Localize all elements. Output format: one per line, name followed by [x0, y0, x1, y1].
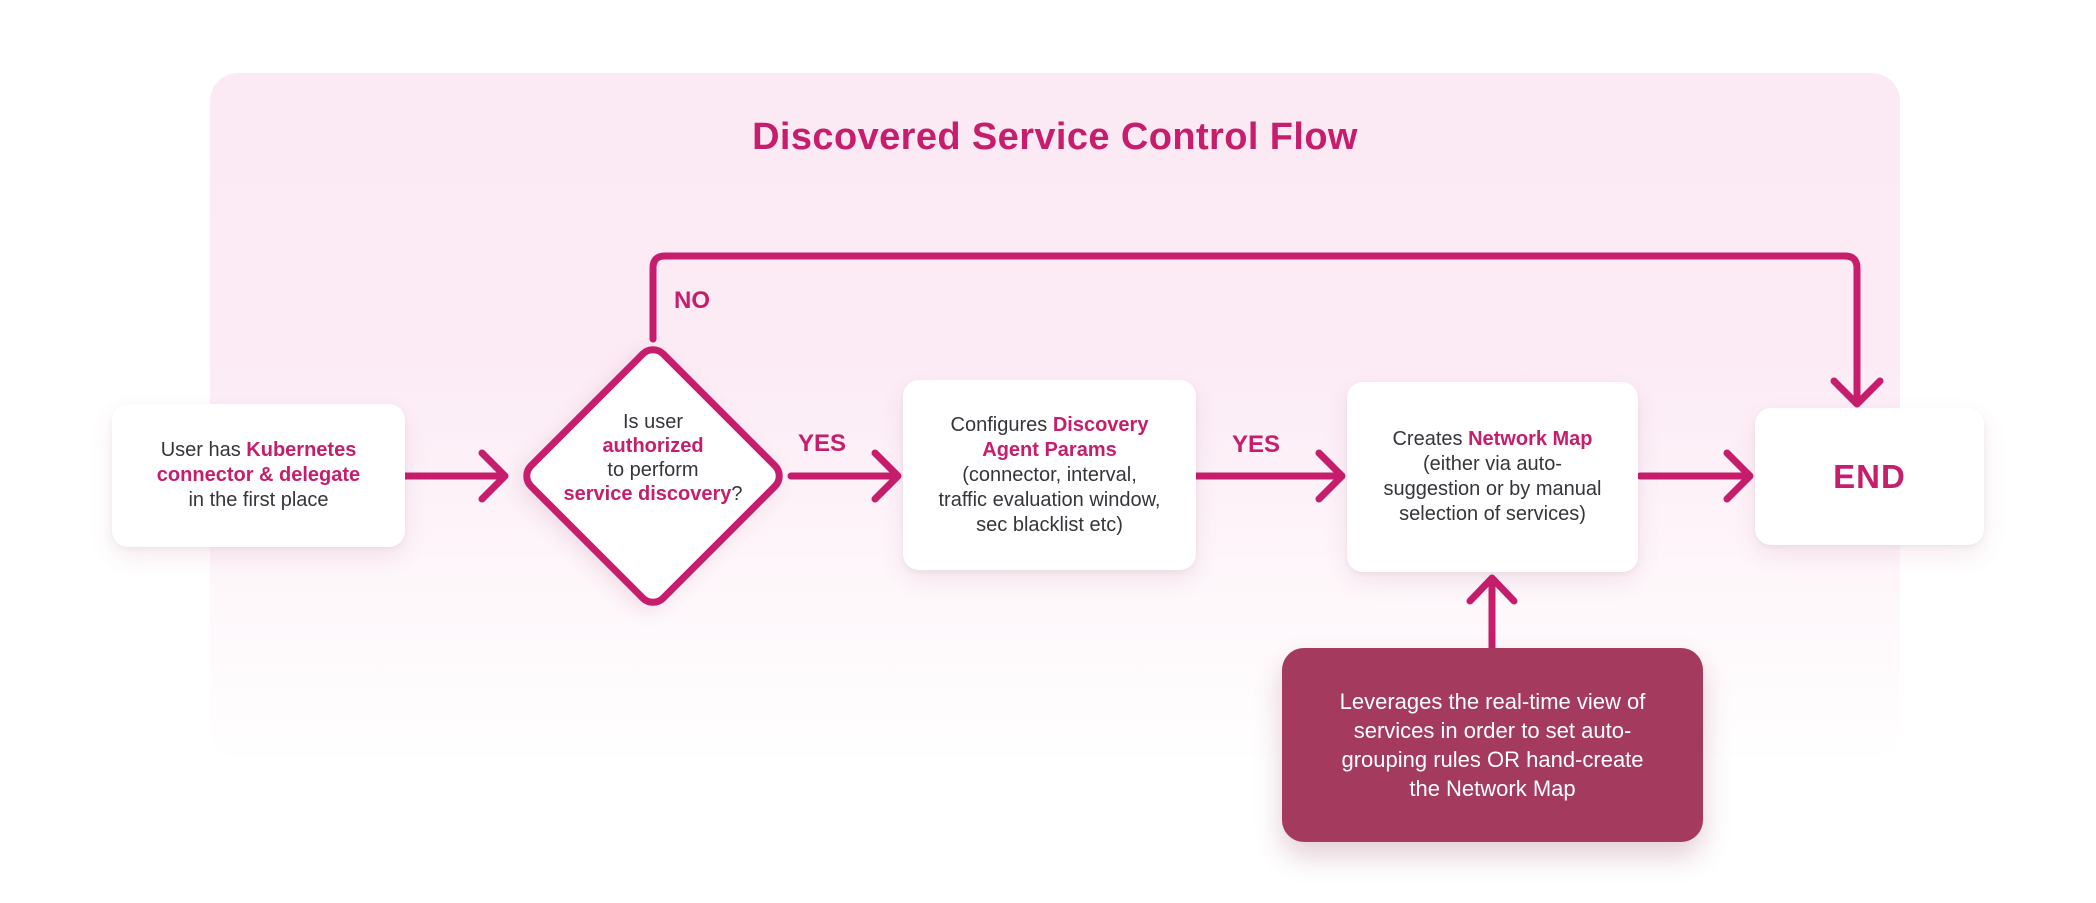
netmap-line3: suggestion or by manual [1383, 478, 1602, 500]
arrow-note-to-netmap [1466, 574, 1518, 652]
no-label: NO [674, 287, 710, 314]
decision-line3: to perform [607, 459, 699, 481]
arrow-params-to-netmap-yes [1192, 449, 1346, 503]
params-line5: sec blacklist etc) [976, 513, 1123, 536]
end-node: END [1755, 408, 1984, 545]
arrow-no-path-to-end [649, 252, 1884, 408]
params-line3: (connector, interval, [962, 463, 1137, 486]
note-line4: the Network Map [1409, 776, 1576, 801]
arrow-decision-to-params-yes [787, 449, 902, 503]
note-box: Leverages the real-time view of services… [1282, 648, 1703, 842]
netmap-line4: selection of services) [1399, 503, 1586, 525]
params-line1: Configures Discovery [950, 413, 1149, 436]
yes-label-2: YES [1232, 431, 1281, 458]
start-node: User has Kubernetes connector & delegate… [112, 404, 405, 547]
create-network-map-node: Creates Network Map (either via auto- su… [1347, 382, 1638, 572]
netmap-line1: Creates Network Map [1392, 428, 1593, 450]
note-line3: grouping rules OR hand-create [1341, 747, 1644, 772]
decision-line2: authorized [602, 435, 704, 457]
start-node-line1: User has Kubernetes [160, 439, 357, 461]
start-node-line2: connector & delegate [156, 464, 361, 486]
netmap-line2: (either via auto- [1423, 453, 1562, 475]
configure-params-node: Configures Discovery Agent Params (conne… [903, 380, 1196, 570]
decision-line1: Is user [622, 411, 684, 433]
params-line4: traffic evaluation window, [938, 488, 1161, 511]
arrow-netmap-to-end [1636, 449, 1754, 503]
note-line2: services in order to set auto- [1353, 718, 1632, 743]
arrow-start-to-decision [401, 449, 509, 503]
decision-diamond-text: Is user authorized to perform service di… [543, 410, 763, 506]
diagram-title: Discovered Service Control Flow [752, 116, 1358, 158]
decision-line4: service discovery? [563, 483, 743, 505]
note-line1: Leverages the real-time view of [1339, 689, 1646, 714]
yes-label-1: YES [798, 430, 847, 457]
start-node-line3: in the first place [188, 489, 329, 511]
params-line2: Agent Params [982, 438, 1117, 461]
